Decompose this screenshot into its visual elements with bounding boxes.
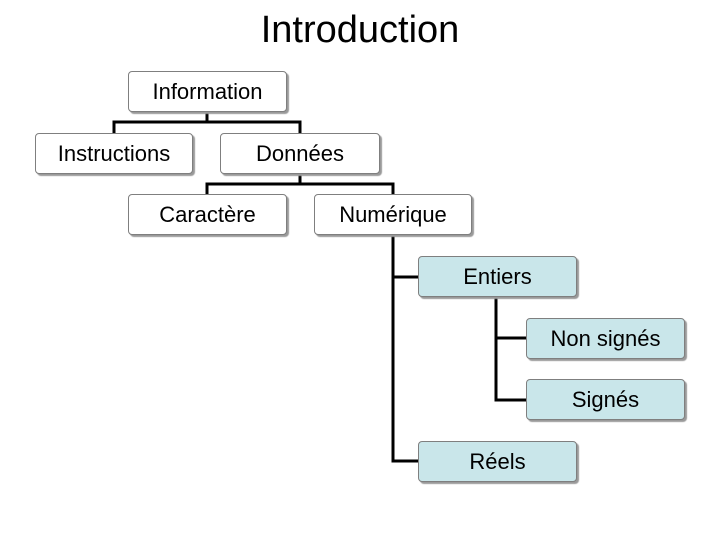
node-non-signes: Non signés <box>526 318 685 359</box>
node-entiers: Entiers <box>418 256 577 297</box>
page-title: Introduction <box>260 9 460 51</box>
node-label: Non signés <box>550 325 661 351</box>
node-label: Numérique <box>339 201 447 227</box>
node-signes: Signés <box>526 379 685 420</box>
node-label: Réels <box>469 448 526 474</box>
node-label: Information <box>152 78 263 104</box>
node-caractere: Caractère <box>128 194 287 235</box>
node-label: Instructions <box>57 140 171 166</box>
node-reels: Réels <box>418 441 577 482</box>
node-label: Signés <box>571 386 640 412</box>
node-donnees: Données <box>220 133 380 174</box>
node-label: Caractère <box>159 201 256 227</box>
node-instructions: Instructions <box>35 133 193 174</box>
node-numerique: Numérique <box>314 194 472 235</box>
node-information: Information <box>128 71 287 112</box>
node-label: Données <box>255 140 345 166</box>
node-label: Entiers <box>463 263 532 289</box>
